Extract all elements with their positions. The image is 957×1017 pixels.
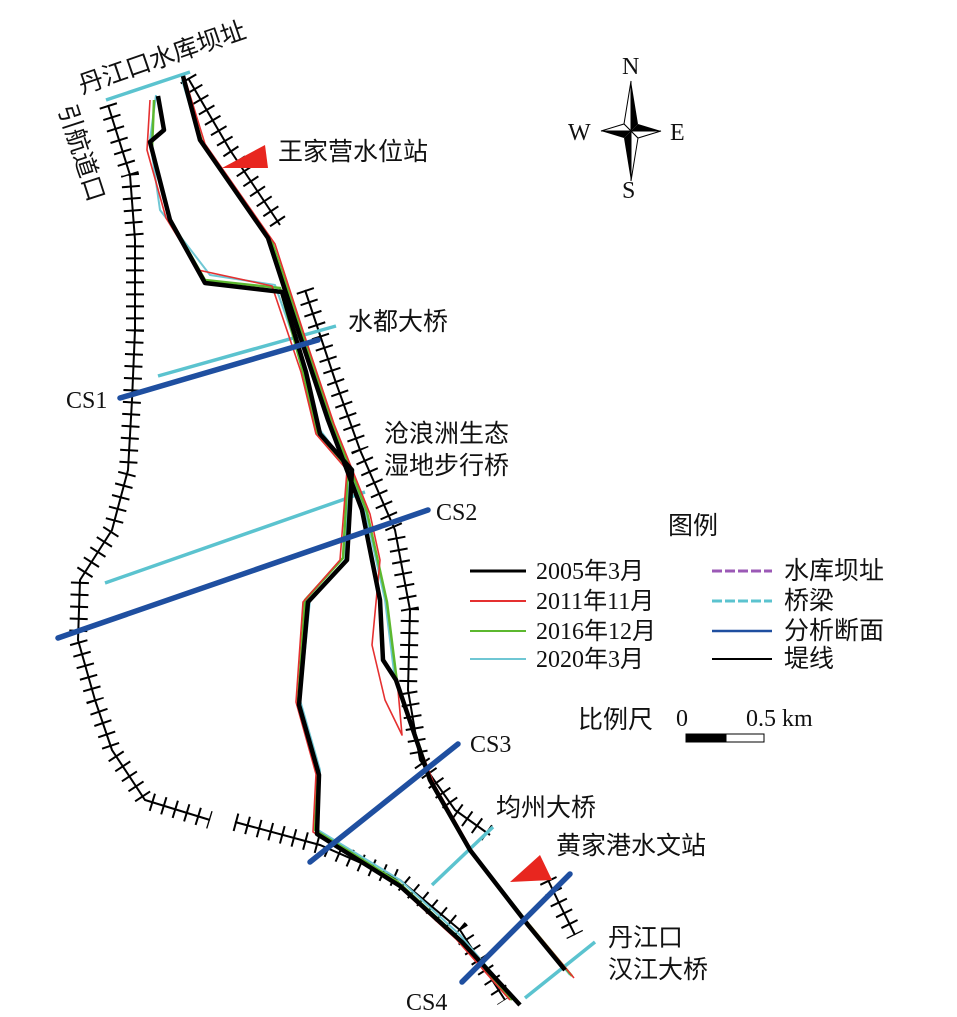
legend-label-2016: 2016年12月 [536, 618, 656, 645]
scale-bar-white [725, 733, 765, 743]
legend: 图例 2005年3月 2011年11月 2016年12月 2020年3月 水库坝… [470, 511, 884, 673]
left-levee [68, 102, 213, 829]
junzhou-bridge-label: 均州大桥 [496, 793, 596, 822]
bridges [104, 70, 597, 1000]
analysis-sections [55, 337, 573, 985]
huangjiagang-station-marker [510, 855, 552, 882]
shuidu-bridge-line [157, 324, 337, 378]
legend-label-2020: 2020年3月 [536, 646, 644, 673]
compass-w: W [568, 120, 591, 146]
section-cs1 [117, 337, 321, 401]
section-cs4 [459, 871, 573, 985]
right-levee [180, 73, 584, 1005]
cs1-label: CS1 [66, 388, 107, 414]
hanjiang-bridge-label-1: 丹江口 [608, 923, 683, 952]
scale-bar-black [685, 733, 727, 743]
dam-site-line [105, 70, 191, 102]
river-banks [146, 75, 575, 1007]
legend-label-levee: 堤线 [784, 644, 834, 673]
compass-e: E [670, 120, 685, 146]
section-cs3 [307, 741, 461, 865]
legend-label-2005: 2005年3月 [536, 558, 644, 585]
hanjiang-bridge-line [523, 940, 597, 1000]
canglangzhou-bridge-label-2: 湿地步行桥 [384, 451, 509, 480]
wangjiaying-station-label: 王家营水位站 [278, 137, 428, 166]
dam-site-label: 丹江口水库坝址 [75, 15, 250, 99]
cs2-label: CS2 [436, 500, 477, 526]
compass-n: N [622, 54, 639, 80]
huangjiagang-station-label: 黄家港水文站 [556, 831, 706, 860]
cs4-label: CS4 [406, 990, 447, 1016]
legend-title: 图例 [668, 511, 718, 540]
legend-label-bridge: 桥梁 [784, 586, 834, 615]
canglangzhou-bridge-label-1: 沧浪洲生态 [384, 419, 509, 448]
scale-bar-end: 0.5 km [746, 706, 813, 732]
legend-label-section: 分析断面 [784, 616, 884, 645]
wangjiaying-station-marker [222, 145, 268, 168]
cs3-label: CS3 [470, 732, 511, 758]
section-cs2 [55, 507, 431, 641]
levee-lines [68, 73, 584, 1005]
legend-label-2011: 2011年11月 [536, 588, 654, 615]
scale-bar-start: 0 [676, 706, 688, 732]
legend-label-dam: 水库坝址 [784, 556, 884, 585]
hanjiang-bridge-label-2: 汉江大桥 [608, 955, 708, 984]
scale-bar-label: 比例尺 [578, 705, 653, 734]
channel-entrance-label: 引航道口 [52, 101, 110, 205]
canglangzhou-bridge-line [104, 490, 366, 585]
shuidu-bridge-label: 水都大桥 [348, 307, 448, 336]
compass-s: S [622, 178, 635, 204]
junzhou-bridge-line [430, 825, 495, 887]
scale-bar: 比例尺 0 0.5 km [578, 705, 813, 743]
north-arrow-icon [600, 80, 662, 182]
